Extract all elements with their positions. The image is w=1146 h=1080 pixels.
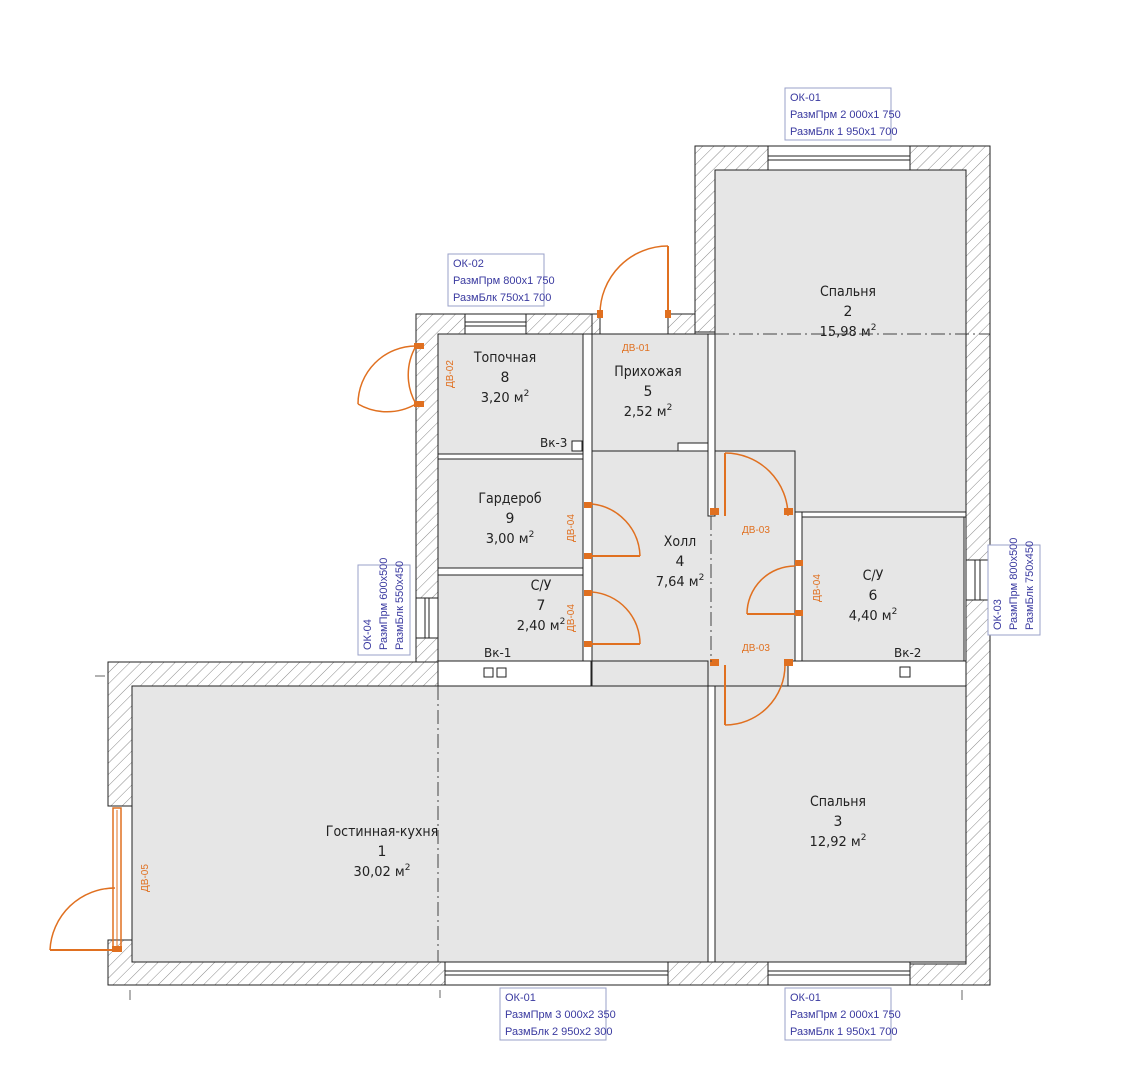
tag-l-line3: РазмБлк 550х450 [394,561,406,650]
door-jambs [112,310,803,952]
room-6-name: С/У [863,568,884,584]
room-6-area: 4,40 м2 [849,607,898,624]
vent-vk3-box [571,440,583,452]
room-9-fill [437,458,584,569]
room-3-name: Спальня [810,794,866,810]
tag-tr-line3: РазмБлк 1 950х1 700 [790,126,898,138]
room-labels: Гостинная-кухня 1 30,02 м2 Спальня 2 15,98 м2… [326,284,898,880]
window-tags: ОК-01 РазмПрм 2 000х1 750 РазмБлк 1 950х… [362,92,1036,1038]
door-tags: ДВ-01 ДВ-02 ДВ-03 ДВ-03 ДВ-04 ДВ-04 ДВ-0… [140,343,823,892]
vent-label-vk1: Вк-1 [484,646,511,660]
room-4-fill [591,450,796,687]
room-8-fill [437,333,584,455]
tag-bl-line2: РазмПрм 3 000х2 350 [505,1009,616,1021]
room-5-number: 5 [644,384,653,400]
window-ok01-bottom-right [767,961,911,986]
door-tag-dv04-bath6: ДВ-04 [812,574,823,602]
door-tag-dv03-top: ДВ-03 [742,525,770,536]
door-dv03-top-swing [724,452,789,517]
room-2-name: Спальня [820,284,876,300]
room-1-name: Гостинная-кухня [326,824,438,840]
room-5-name: Прихожая [614,364,681,380]
room-6-number: 6 [869,588,878,604]
vent-labels: Вк-1 Вк-2 Вк-3 [484,436,921,660]
tag-bl-line1: ОК-01 [505,992,536,1004]
tag-br-line2: РазмПрм 2 000х1 750 [790,1009,901,1021]
room-9-number: 9 [506,511,515,527]
room-1-area: 30,02 м2 [354,863,411,880]
room-6-fill [801,516,965,662]
room-7-number: 7 [537,598,546,614]
door-dv04-wardrobe-swing [591,503,641,557]
vent-vk1-box-a [483,667,494,678]
room-3-fill [714,685,967,963]
room-3-number: 3 [834,814,843,830]
axis-lines [437,333,990,962]
room-7-name: С/У [531,578,552,594]
door-dv05-swing [49,887,116,951]
tag-br-line3: РазмБлк 1 950х1 700 [790,1026,898,1038]
door-dv04-bath6-swing [746,565,796,615]
vent-label-vk3: Вк-3 [540,436,567,450]
room-8-number: 8 [501,370,510,386]
tag-br-line1: ОК-01 [790,992,821,1004]
vent-vk1-box-b [496,667,507,678]
door-dv02-swing [407,345,417,405]
door-dv01-swing [599,245,669,315]
windows [415,145,991,986]
window-ok03 [965,559,991,601]
door-tag-dv03-bottom: ДВ-03 [742,643,770,654]
window-ok01-top [767,145,911,171]
corner-ticks [95,675,963,1000]
window-ok02 [464,313,527,335]
vents [483,440,911,678]
tag-tl-line1: ОК-02 [453,258,484,270]
room-7-area: 2,40 м2 [517,617,566,634]
room-4-number: 4 [676,554,685,570]
tag-r-line2: РазмПрм 800х500 [1008,538,1020,630]
room-9-area: 3,00 м2 [486,530,535,547]
tag-bl-line3: РазмБлк 2 950х2 300 [505,1026,613,1038]
door-dv04-bath7-swing [591,591,641,645]
door-tag-dv05: ДВ-05 [140,864,151,892]
room-5-area: 2,52 м2 [624,403,673,420]
room-8-name: Топочная [473,350,536,366]
room-1-fill [131,685,709,963]
rooms [131,169,967,963]
room-3-area: 12,92 м2 [810,833,867,850]
vent-vk2-box [899,666,911,678]
window-ok04 [415,597,439,639]
door-tag-dv04-bath7: ДВ-04 [566,604,577,632]
window-ok01-bottom-left [444,961,669,986]
door-tag-dv01: ДВ-01 [622,343,650,354]
door-dv03-bottom-swing [724,664,786,726]
tag-tr-line2: РазмПрм 2 000х1 750 [790,109,901,121]
room-2-area: 15,98 м2 [820,323,877,340]
room-1-number: 1 [378,844,387,860]
tag-r-line3: РазмБлк 750х450 [1024,541,1036,630]
room-9-name: Гардероб [478,491,542,507]
door-tag-dv02: ДВ-02 [445,360,456,388]
tag-tl-line2: РазмПрм 800х1 750 [453,275,555,287]
door-tag-dv04-wardrobe: ДВ-04 [566,514,577,542]
room-4-area: 7,64 м2 [656,573,705,590]
tag-tr-line1: ОК-01 [790,92,821,104]
room-8-area: 3,20 м2 [481,389,530,406]
tag-tl-line3: РазмБлк 750х1 700 [453,292,551,304]
window-tag-boxes [357,87,1041,1041]
room-4-name: Холл [664,534,696,550]
room-2-number: 2 [844,304,853,320]
tag-l-line1: ОК-04 [362,619,374,650]
vent-label-vk2: Вк-2 [894,646,921,660]
tag-r-line1: ОК-03 [992,599,1004,630]
interior-walls [437,333,967,963]
doors [49,245,796,951]
tag-l-line2: РазмПрм 600х500 [378,558,390,650]
